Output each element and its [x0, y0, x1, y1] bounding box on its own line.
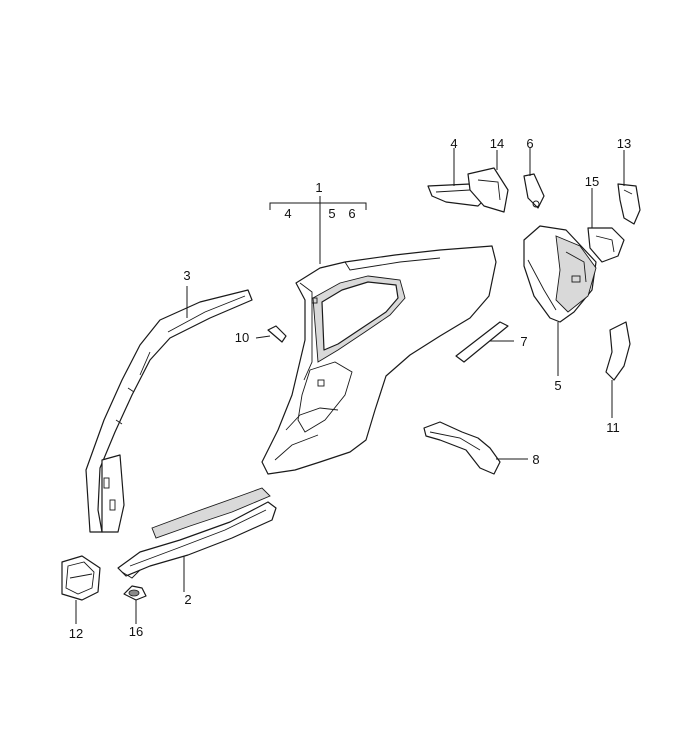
callout-3: 3: [183, 268, 190, 283]
bracket-part-11: [605, 321, 631, 381]
callout-1: 1: [315, 180, 322, 195]
quarter-panel-part-1: [261, 245, 497, 475]
callout-6: 6: [526, 136, 533, 151]
callout-10: 10: [235, 330, 249, 345]
callout-15: 15: [585, 174, 599, 189]
callout-7: 7: [520, 334, 527, 349]
callout-1-sub-4: 4: [284, 206, 291, 221]
mount-part-13: [617, 183, 641, 225]
callout-2: 2: [184, 592, 191, 607]
bracket-part-6: [523, 173, 545, 209]
trim-strip-part-7: [455, 321, 509, 363]
callout-8: 8: [532, 452, 539, 467]
leader-lines: [75, 148, 625, 624]
taillight-housing-part-5: [523, 225, 597, 323]
callout-13: 13: [617, 136, 631, 151]
a-pillar-part-3: [85, 289, 253, 533]
callout-4: 4: [450, 136, 457, 151]
callout-1-sub-6: 6: [348, 206, 355, 221]
wheelhouse-part-8: [423, 421, 501, 475]
callout-12: 12: [69, 626, 83, 641]
bracket-part-15: [587, 227, 625, 263]
seal-strip-part-10: [267, 325, 287, 343]
callout-16: 16: [129, 624, 143, 639]
clip-part-16: [123, 585, 147, 601]
callout-11: 11: [606, 420, 620, 435]
rocker-panel-part-2: [117, 487, 277, 579]
callout-14: 14: [490, 136, 504, 151]
callout-labels: 1 4 5 6 2 3 4 5 6 7 8 10 11 12 13 14 15 …: [69, 136, 631, 641]
bracket-part-14: [467, 167, 509, 213]
callout-1-sub-5: 5: [328, 206, 335, 221]
callout-5: 5: [554, 378, 561, 393]
bracket-part-12: [61, 555, 101, 601]
